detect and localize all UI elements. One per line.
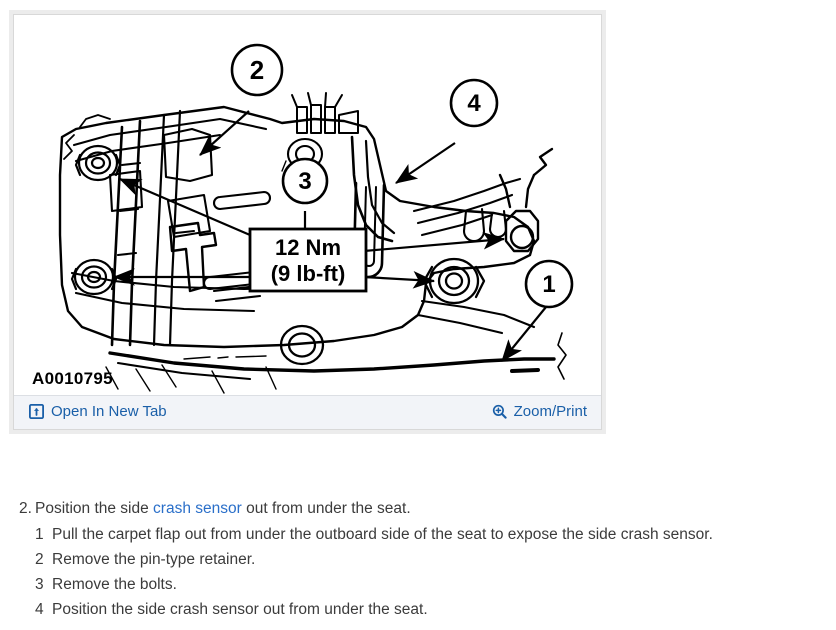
open-in-new-tab-button[interactable]: Open In New Tab bbox=[29, 403, 167, 420]
magnifier-plus-icon bbox=[492, 404, 507, 419]
zoom-print-button[interactable]: Zoom/Print bbox=[492, 403, 587, 420]
main-step-text-after: out from under the seat. bbox=[241, 500, 411, 517]
callout-3: 3 bbox=[281, 157, 329, 205]
substep-1-text: Pull the carpet flap out from under the … bbox=[52, 526, 713, 543]
callout-1: 1 bbox=[524, 259, 574, 309]
figure-panel: 2 4 3 1 bbox=[13, 14, 602, 430]
main-step-text-before: Position the side bbox=[35, 500, 154, 517]
zoom-print-label: Zoom/Print bbox=[513, 403, 587, 420]
torque-imperial: (9 lb-ft) bbox=[271, 261, 346, 286]
leader-torque-c bbox=[363, 271, 436, 289]
procedure-substep-2: 2 Remove the pin-type retainer. bbox=[0, 547, 836, 572]
figure-footer-toolbar: Open In New Tab Zoom/Print bbox=[14, 395, 601, 429]
substep-4-text: Position the side crash sensor out from … bbox=[52, 601, 428, 618]
callout-bubbles: 2 4 3 1 bbox=[230, 43, 574, 309]
external-link-icon bbox=[29, 404, 44, 419]
procedure-substep-4: 4 Position the side crash sensor out from… bbox=[0, 597, 836, 622]
main-step-marker: 2. bbox=[19, 500, 32, 517]
callout-2: 2 bbox=[230, 43, 284, 97]
callout-4: 4 bbox=[449, 78, 499, 128]
open-in-new-tab-label: Open In New Tab bbox=[51, 403, 167, 420]
procedure-main-step: 2.Position the side crash sensor out fro… bbox=[0, 496, 836, 522]
procedure-substep-1: 1 Pull the carpet flap out from under the… bbox=[0, 522, 836, 547]
side-crash-sensor-diagram: 2 4 3 1 bbox=[58, 43, 574, 394]
torque-metric: 12 Nm bbox=[275, 235, 341, 260]
substep-2-marker: 2 bbox=[35, 551, 44, 568]
leader-4 bbox=[395, 142, 456, 184]
callout-2-number: 2 bbox=[250, 55, 264, 85]
substep-1-marker: 1 bbox=[35, 526, 44, 543]
substep-4-marker: 4 bbox=[35, 601, 44, 618]
leader-1 bbox=[501, 306, 547, 362]
figure-id-label: A0010795 bbox=[32, 369, 113, 388]
figure-image-area: 2 4 3 1 bbox=[14, 15, 601, 396]
procedure-substep-3: 3 Remove the bolts. bbox=[0, 572, 836, 597]
leader-2 bbox=[199, 110, 250, 156]
substep-3-text: Remove the bolts. bbox=[52, 576, 177, 593]
torque-spec-box: 12 Nm (9 lb-ft) bbox=[248, 227, 368, 293]
leader-torque-d bbox=[363, 232, 506, 253]
callout-3-number: 3 bbox=[298, 168, 311, 195]
substep-2-text: Remove the pin-type retainer. bbox=[52, 551, 256, 568]
procedure-section: 2.Position the side crash sensor out fro… bbox=[0, 496, 836, 622]
callout-1-number: 1 bbox=[542, 271, 555, 298]
substep-3-marker: 3 bbox=[35, 576, 44, 593]
leader-torque-a bbox=[118, 177, 251, 237]
callout-4-number: 4 bbox=[467, 90, 481, 117]
crash-sensor-link[interactable]: crash sensor bbox=[153, 500, 242, 517]
